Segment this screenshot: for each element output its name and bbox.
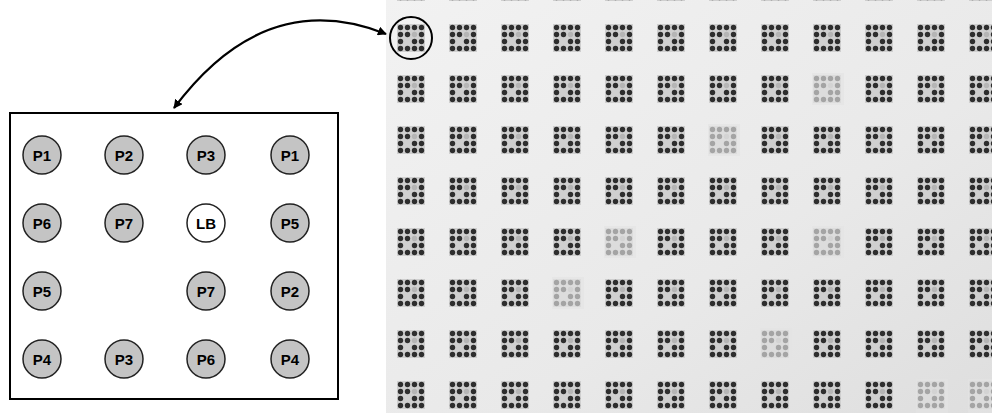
spot-circle: [105, 340, 143, 378]
probe-spot: P7: [186, 271, 226, 311]
spot-circle: [105, 136, 143, 174]
probe-spot: LB: [186, 203, 226, 243]
faint-blocks: [552, 73, 992, 413]
probe-spot: P5: [22, 271, 62, 311]
spot-circle: [187, 204, 225, 242]
probe-label: P1: [33, 148, 51, 163]
probe-spot: P3: [104, 339, 144, 379]
spot-circle: [23, 340, 61, 378]
spot-circle: [271, 272, 309, 310]
probe-spot: P4: [22, 339, 62, 379]
spot-circle: [105, 204, 143, 242]
probe-spot: P2: [104, 135, 144, 175]
probe-spot: P1: [22, 135, 62, 175]
probe-label: P4: [33, 352, 51, 367]
probe-label: P7: [197, 284, 215, 299]
spot-circle: [23, 272, 61, 310]
probe-label: P4: [281, 352, 299, 367]
spot-circle: [187, 136, 225, 174]
probe-label: LB: [196, 216, 216, 231]
spot-circle: [271, 340, 309, 378]
spot-circle: [23, 136, 61, 174]
block-layout-box: [10, 113, 338, 399]
probe-label: P7: [115, 216, 133, 231]
zoom-arrow: [174, 20, 386, 108]
probe-spot: P3: [186, 135, 226, 175]
probe-label: P3: [197, 148, 215, 163]
probe-spot: P6: [22, 203, 62, 243]
probe-spot: P1: [270, 135, 310, 175]
probe-label: P1: [281, 148, 299, 163]
probe-label: P2: [115, 148, 133, 163]
spot-blocks: [386, 0, 992, 413]
probe-label: P2: [281, 284, 299, 299]
probe-spot: P4: [270, 339, 310, 379]
spot-circle: [271, 204, 309, 242]
probe-spot: P6: [186, 339, 226, 379]
probe-label: P6: [33, 216, 51, 231]
probe-label: P6: [197, 352, 215, 367]
probe-label: P3: [115, 352, 133, 367]
highlight-circle: [390, 17, 432, 59]
spot-circle: [187, 340, 225, 378]
probe-spot: P2: [270, 271, 310, 311]
probe-label: P5: [281, 216, 299, 231]
probe-spot: P7: [104, 203, 144, 243]
array-photo: [386, 0, 992, 413]
spot-circle: [187, 272, 225, 310]
spot-circle: [271, 136, 309, 174]
probe-label: P5: [33, 284, 51, 299]
probe-spot: P5: [270, 203, 310, 243]
spot-circle: [23, 204, 61, 242]
